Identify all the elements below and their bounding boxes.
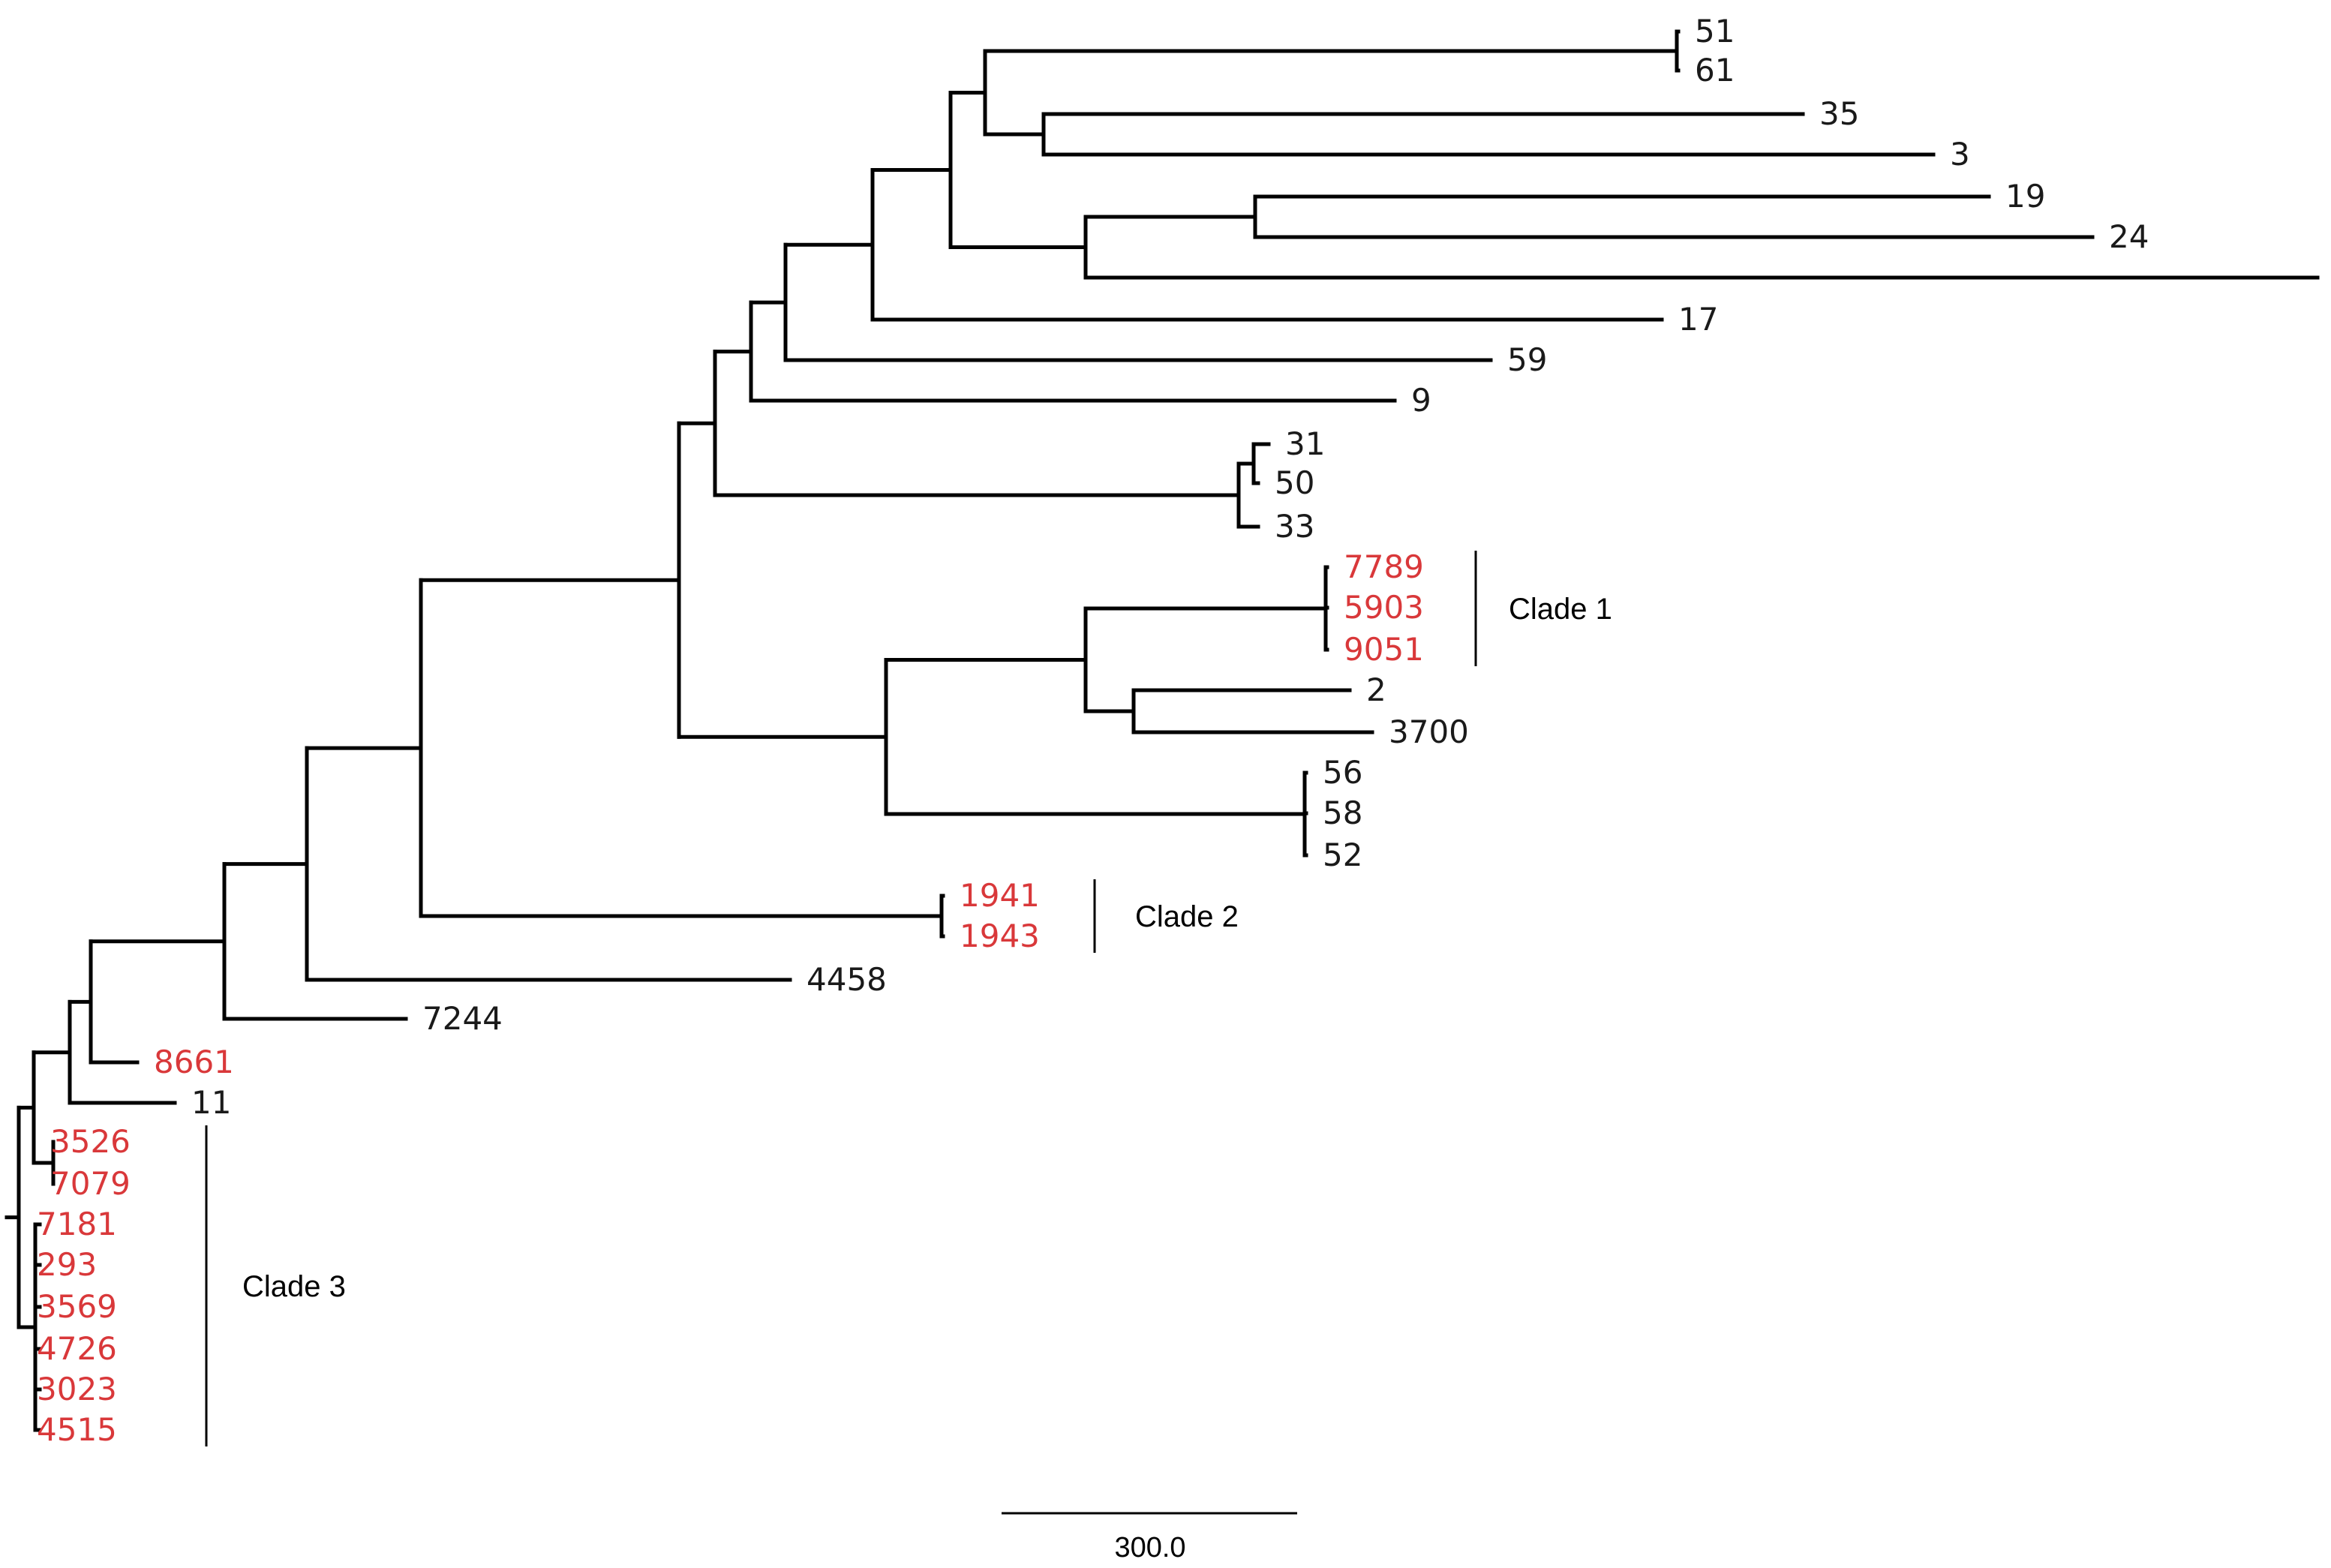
tip-label: 19 [2005, 178, 2045, 215]
tip-label: 4726 [37, 1330, 117, 1367]
tip-label: 17 [1678, 301, 1718, 338]
tip-label: 58 [1323, 795, 1362, 831]
tip-label: 1943 [960, 918, 1040, 954]
tip-label: 3700 [1389, 713, 1469, 750]
tip-label: 35 [1819, 95, 1859, 132]
tip-label: 56 [1323, 754, 1362, 791]
clade-annotations: Clade 1 Clade 2 Clade 3 [205, 551, 1612, 1446]
scale-bar: 300.0 [1002, 1512, 1297, 1563]
tip-label: 293 [37, 1246, 97, 1283]
tip-label: 7181 [37, 1206, 117, 1242]
tip-label: 8661 [154, 1044, 234, 1080]
tip-label: 7244 [422, 1000, 503, 1037]
tip-label: 61 [1695, 52, 1735, 89]
tip-label: 7079 [50, 1165, 131, 1202]
tip-label: 4515 [37, 1411, 117, 1448]
tip-label: 5903 [1344, 589, 1424, 626]
clade-label: Clade 3 [242, 1270, 346, 1303]
tip-label: 33 [1275, 508, 1314, 545]
tip-labels: 5161353192461759931503377895903905123700… [37, 13, 2149, 1448]
tip-label: 9051 [1344, 631, 1424, 668]
tip-label: 9 [1411, 382, 1431, 419]
tree-branches [5, 29, 2320, 1432]
tip-label: 31 [1285, 425, 1325, 462]
tip-label: 59 [1507, 341, 1547, 378]
clade-label: Clade 2 [1135, 900, 1239, 933]
tip-label: 1941 [960, 877, 1040, 914]
tip-label: 3023 [37, 1371, 117, 1407]
scale-bar-label: 300.0 [1114, 1532, 1185, 1563]
tip-label: 24 [2109, 218, 2149, 255]
tip-label: 3569 [37, 1288, 117, 1325]
tip-label: 50 [1275, 464, 1314, 501]
tip-label: 7789 [1344, 548, 1424, 585]
tip-label: 4458 [807, 961, 887, 998]
clade-label: Clade 1 [1509, 593, 1612, 626]
tip-label: 52 [1323, 837, 1362, 873]
tip-label: 3526 [50, 1123, 131, 1160]
tip-label: 2 [1366, 671, 1386, 708]
tip-label: 11 [191, 1084, 231, 1121]
tip-label: 3 [1950, 136, 1970, 173]
tip-label: 51 [1695, 13, 1735, 50]
